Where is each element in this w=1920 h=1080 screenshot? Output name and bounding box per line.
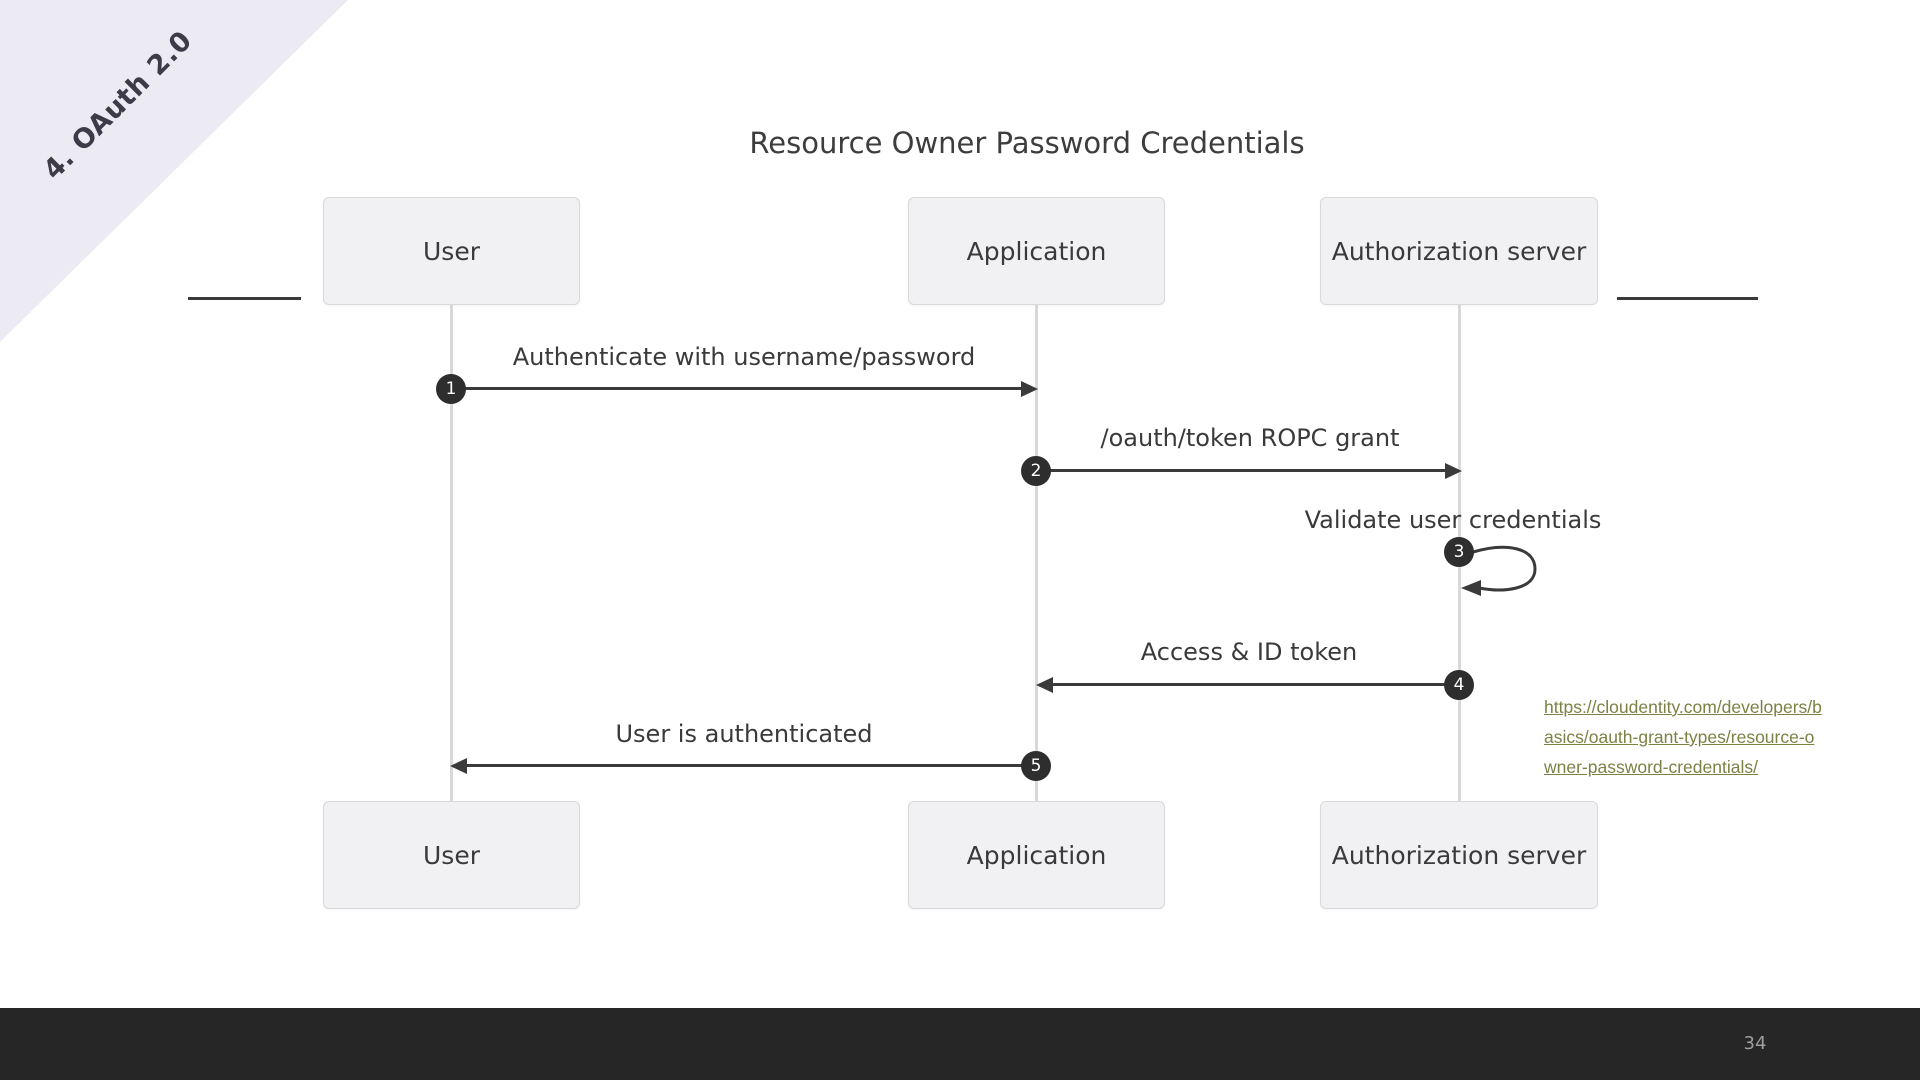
lifeline-application (1035, 305, 1038, 801)
page-title: Resource Owner Password Credentials (749, 126, 1305, 160)
reference-link-line-2: asics/oauth-grant-types/resource-o (1544, 727, 1815, 747)
frame-line-left (188, 297, 301, 300)
page-number: 34 (1743, 1033, 1767, 1054)
lifeline-user (450, 305, 453, 801)
message-5-arrowhead-icon (450, 758, 467, 774)
message-3-step-badge: 3 (1444, 537, 1474, 567)
actor-label-user: User (423, 840, 480, 870)
message-5-step-badge: 5 (1021, 751, 1051, 781)
message-1-label: Authenticate with username/password (512, 343, 976, 371)
actor-box-auth-server-bottom: Authorization server (1320, 801, 1598, 909)
actor-label-auth-server: Authorization server (1331, 236, 1587, 266)
message-1-line (451, 387, 1021, 390)
message-4-step-badge: 4 (1444, 670, 1474, 700)
message-4-label: Access & ID token (1140, 638, 1358, 666)
actor-label-application: Application (966, 236, 1107, 266)
message-2-line (1036, 469, 1445, 472)
message-2-step-badge: 2 (1021, 456, 1051, 486)
message-5-line (467, 764, 1036, 767)
message-3-label: Validate user credentials (1304, 506, 1602, 534)
message-5-label: User is authenticated (615, 720, 873, 748)
actor-box-user-top: User (323, 197, 580, 305)
actor-label-user: User (423, 236, 480, 266)
message-1-step-badge: 1 (436, 374, 466, 404)
message-4-arrowhead-icon (1036, 677, 1053, 693)
actor-box-auth-server-top: Authorization server (1320, 197, 1598, 305)
reference-link[interactable]: https://cloudentity.com/developers/b asi… (1544, 692, 1914, 782)
message-3-self-loop-arrow-icon (1461, 545, 1537, 596)
actor-label-auth-server: Authorization server (1331, 840, 1587, 870)
message-2-arrowhead-icon (1445, 463, 1462, 479)
reference-link-line-1: https://cloudentity.com/developers/b (1544, 697, 1822, 717)
reference-link-line-3: wner-password-credentials/ (1544, 757, 1758, 777)
actor-box-user-bottom: User (323, 801, 580, 909)
actor-box-application-bottom: Application (908, 801, 1165, 909)
actor-box-application-top: Application (908, 197, 1165, 305)
footer-bar (0, 1008, 1920, 1080)
message-1-arrowhead-icon (1021, 381, 1038, 397)
message-4-line (1053, 683, 1459, 686)
frame-line-right (1617, 297, 1758, 300)
message-2-label: /oauth/token ROPC grant (1100, 424, 1400, 452)
actor-label-application: Application (966, 840, 1107, 870)
